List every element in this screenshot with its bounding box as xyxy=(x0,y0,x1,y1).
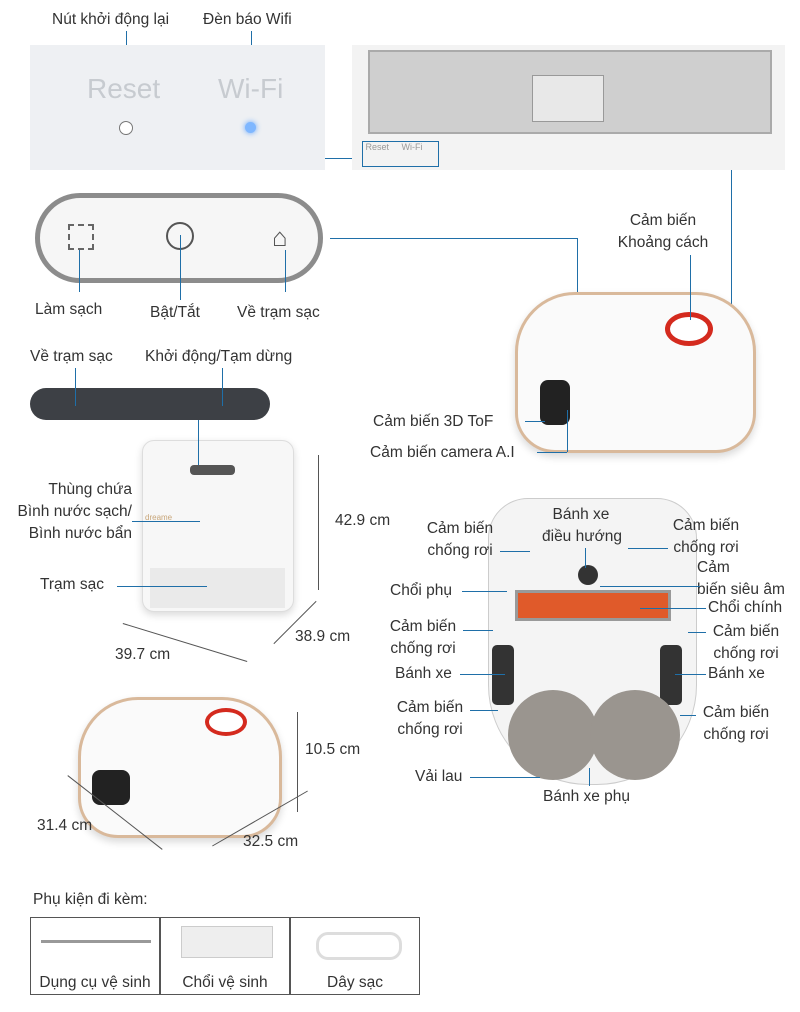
side-brush-label: Chổi phụ xyxy=(390,582,453,599)
reset-button-label: Nút khởi động lại xyxy=(52,11,170,28)
camera-label: Cảm biến camera A.I xyxy=(370,444,515,461)
power-label: Bật/Tắt xyxy=(150,304,200,321)
mop-label: Vải lau xyxy=(415,768,463,785)
lidar-turret xyxy=(665,312,713,346)
clean-icon xyxy=(68,224,94,250)
mop-right xyxy=(590,690,680,780)
home-label: Về trạm sạc xyxy=(237,304,320,321)
robot-back-closeup: Reset Wi-Fi xyxy=(352,45,785,170)
accessories-title: Phụ kiện đi kèm: xyxy=(33,891,148,908)
accessory-cable: Dây sạc xyxy=(290,917,420,995)
station-button-panel xyxy=(30,388,270,420)
station-home-label: Về trạm sạc xyxy=(30,348,113,365)
mop-left xyxy=(508,690,598,780)
robot-top-view xyxy=(515,292,756,453)
robot-height: 10.5 cm xyxy=(305,741,361,758)
station-display xyxy=(190,465,235,475)
station-depth: 38.9 cm xyxy=(295,628,351,645)
robot-width: 32.5 cm xyxy=(243,833,299,850)
station-width: 39.7 cm xyxy=(115,646,171,663)
tof-label: Cảm biến 3D ToF xyxy=(373,413,494,430)
dock-label: Trạm sạc xyxy=(40,576,105,593)
left-wheel xyxy=(492,645,514,705)
panel-reset-text: Reset xyxy=(87,73,161,104)
accessory-brush: Chổi vệ sinh xyxy=(160,917,290,995)
wifi-led xyxy=(245,122,256,133)
accessory-label: Dụng cụ vệ sinh xyxy=(39,974,151,991)
reset-button xyxy=(119,121,133,135)
wifi-light-label: Đèn báo Wifi xyxy=(203,11,292,28)
start-pause-label: Khởi động/Tạm dừng xyxy=(145,348,293,365)
left-wheel-label: Bánh xe xyxy=(395,665,452,682)
station-ramp xyxy=(150,568,285,608)
accessory-cleaning-tool: Dụng cụ vệ sinh xyxy=(30,917,160,995)
panel-wifi-text: Wi-Fi xyxy=(218,73,284,104)
accessory-label: Dây sạc xyxy=(327,974,383,991)
right-wheel xyxy=(660,645,682,705)
station-height: 42.9 cm xyxy=(335,512,391,529)
station-brand: dreame xyxy=(145,513,173,522)
reset-wifi-closeup: Reset Wi-Fi xyxy=(30,45,325,170)
clean-label: Làm sạch xyxy=(35,301,103,318)
accessory-label: Chổi vệ sinh xyxy=(182,974,268,991)
control-panel xyxy=(35,193,323,283)
main-brush xyxy=(515,590,671,621)
camera-window xyxy=(540,380,570,425)
robot-side-view xyxy=(78,697,282,838)
home-icon: ⌂ xyxy=(272,222,288,252)
right-wheel-label: Bánh xe xyxy=(708,665,765,682)
robot-depth: 31.4 cm xyxy=(37,817,93,834)
caster-label: Bánh xe phụ xyxy=(543,788,631,805)
nav-wheel xyxy=(578,565,598,585)
main-brush-label: Chổi chính xyxy=(708,599,783,616)
